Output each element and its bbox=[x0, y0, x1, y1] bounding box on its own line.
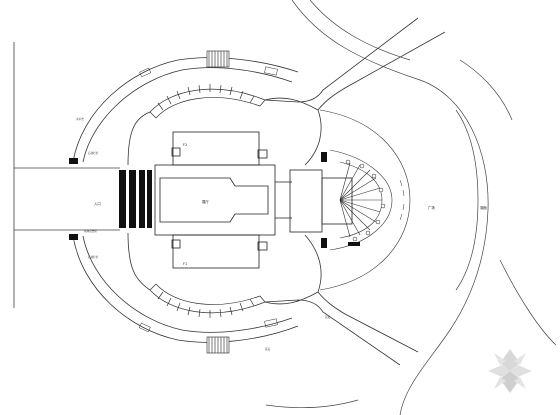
east-stage-rail bbox=[399, 179, 405, 221]
rail-note-5: 花坛 bbox=[265, 347, 271, 351]
ring-planters bbox=[138, 66, 278, 333]
rail-note-3: 木平台 bbox=[76, 117, 84, 121]
west-stair-bands bbox=[119, 170, 152, 228]
outer-ring-wall bbox=[72, 57, 299, 343]
north-bridge bbox=[206, 50, 230, 68]
east-stage bbox=[319, 109, 411, 291]
west-entrance-road bbox=[14, 167, 120, 231]
central-hall-label: 展厅 bbox=[202, 199, 209, 204]
south-bridge bbox=[206, 336, 230, 354]
south-room bbox=[171, 234, 268, 269]
east-stage-dark-blocks bbox=[321, 152, 360, 248]
northeast-road bbox=[264, 17, 446, 111]
south-terrace-steps bbox=[149, 283, 266, 318]
rail-note-6: 花坛 bbox=[325, 315, 331, 319]
rail-note-2: 花岗岩台阶 bbox=[84, 229, 97, 233]
south-room-label: F1 bbox=[183, 262, 187, 266]
east-plaza-label: 广场 bbox=[428, 205, 435, 210]
east-edge-label: 湖面 bbox=[480, 205, 487, 210]
north-room bbox=[171, 131, 268, 166]
north-room-label: F2 bbox=[183, 143, 187, 147]
southeast-road bbox=[264, 291, 419, 366]
north-terrace-steps bbox=[149, 84, 266, 119]
west-gate-label: 入口 bbox=[94, 202, 101, 206]
rail-note-1: 石材栏杆 bbox=[88, 151, 99, 155]
watermark-logo bbox=[488, 349, 532, 393]
east-corridor bbox=[275, 169, 353, 233]
west-gate-markers bbox=[69, 158, 78, 240]
east-stage-columns bbox=[345, 159, 386, 242]
rail-note-4: 石材栏杆 bbox=[88, 255, 99, 259]
landscape-contours bbox=[265, 0, 557, 415]
